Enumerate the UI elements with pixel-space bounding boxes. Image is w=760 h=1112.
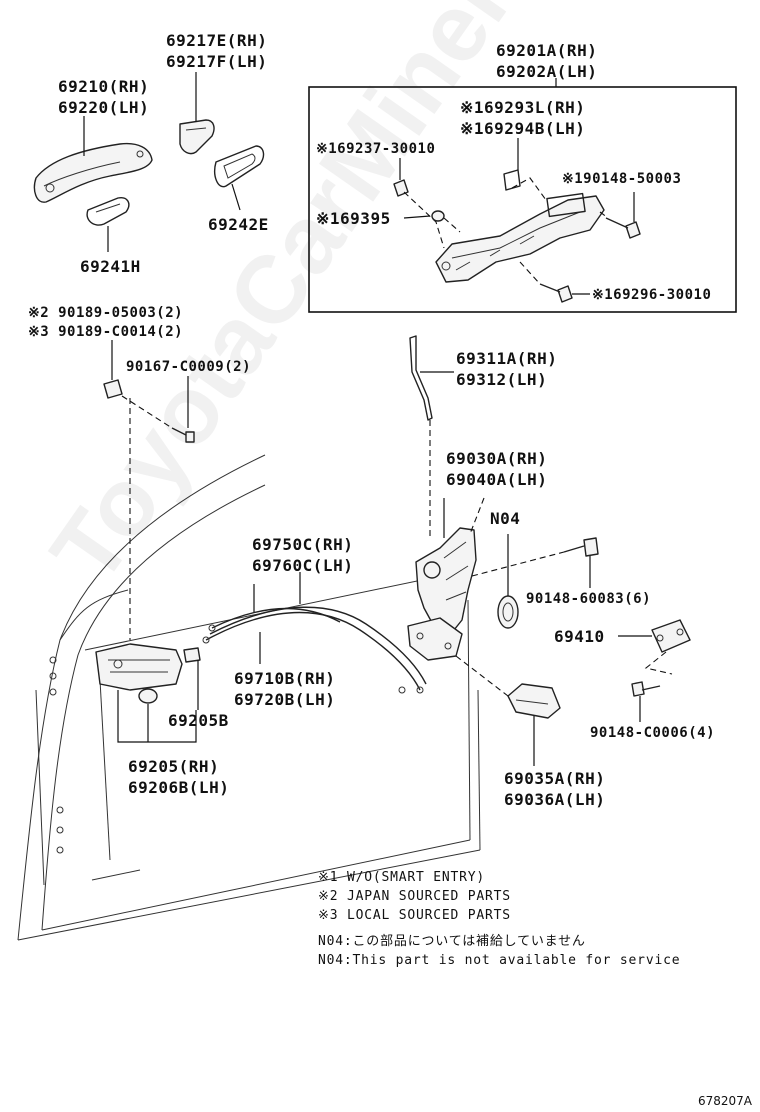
leader-inner-handle [117,690,197,743]
leader-cover-pad [231,183,241,211]
label-handle-outer-rh: 69210(RH) [58,77,150,96]
label-handle-outer-lh: 69220(LH) [58,98,150,117]
note-n04-en: N04:This part is not available for servi… [318,953,681,968]
diagram-code: 678207A [697,1094,752,1108]
label-cover-pad: 69242E [208,215,269,234]
label-bolt-frame: ※169237-30010 [316,141,436,157]
label-frame-assy-lh: 69202A(LH) [496,62,598,81]
handle-cover [179,119,215,155]
note-1: ※1 W/O(SMART ENTRY) [318,870,485,885]
label-inner-handle-lh: 69206B(LH) [128,778,230,797]
dash-striker [644,651,673,675]
label-cable-a-rh: 69750C(RH) [252,535,354,554]
label-screw-striker: 90148-C0006(4) [590,725,716,741]
label-screw-frame: ※190148-50003 [562,171,682,187]
release-cables [202,606,427,694]
frame-sub-bracket [503,169,547,201]
door-lock-assembly [407,527,477,661]
label-lock-rh: 69030A(RH) [446,449,548,468]
inner-door-handle [95,643,183,691]
door-holes [49,656,64,854]
label-lock-cover-rh: 69035A(RH) [504,769,606,788]
label-rod-lh: 69312(LH) [456,370,548,389]
label-lock-cover-lh: 69036A(LH) [504,790,606,809]
label-n04: N04 [490,509,521,528]
handle-pad [86,197,130,226]
bolt-frame [393,179,445,249]
label-plug: ※169395 [316,209,391,228]
label-frame-sub-rh: ※169293L(RH) [460,98,586,117]
label-striker: 69410 [554,627,605,646]
leader-lock-b [469,497,485,535]
label-nut-a: ※2 90189-05003(2) [28,305,184,321]
lock-cover [455,655,561,719]
label-screw-lock: 90148-60083(6) [526,591,652,607]
leader-plug [403,215,431,219]
label-inner-handle-rh: 69205(RH) [128,757,220,776]
label-handle-pad: 69241H [80,257,141,276]
plug [431,210,461,233]
inner-handle-cover [138,647,201,704]
label-bolt-bottom: ※169296-30010 [592,287,712,303]
nut-clip [103,379,123,399]
label-frame-assy-rh: 69201A(RH) [496,41,598,60]
screw-frame [599,211,641,239]
screw-lock [471,537,599,577]
door-striker [651,619,691,653]
label-rod-rh: 69311A(RH) [456,349,558,368]
label-cover-rh: 69217E(RH) [166,31,268,50]
note-3: ※3 LOCAL SOURCED PARTS [318,908,511,923]
screw-striker [631,681,661,697]
frame-assembly-box [308,86,737,313]
label-cable-b-rh: 69710B(RH) [234,669,336,688]
label-nut-b: ※3 90189-C0014(2) [28,324,184,340]
note-2: ※2 JAPAN SOURCED PARTS [318,889,511,904]
bolt-bottom [519,261,573,303]
label-screw-left: 90167-C0009(2) [126,359,252,375]
outer-door-handle [33,142,153,203]
lock-rod [409,335,433,421]
label-cover-lh: 69217F(LH) [166,52,268,71]
label-lock-lh: 69040A(LH) [446,470,548,489]
cover-pad [214,145,265,188]
screw-left [121,395,195,443]
label-cable-b-lh: 69720B(LH) [234,690,336,709]
note-n04-ja: N04:この部品については補給していません [318,934,586,949]
label-cover-small: 69205B [168,711,229,730]
label-frame-sub-lh: ※169294B(LH) [460,119,586,138]
label-cable-a-lh: 69760C(LH) [252,556,354,575]
handle-frame [435,192,605,283]
n04-seal-ring [497,595,519,629]
